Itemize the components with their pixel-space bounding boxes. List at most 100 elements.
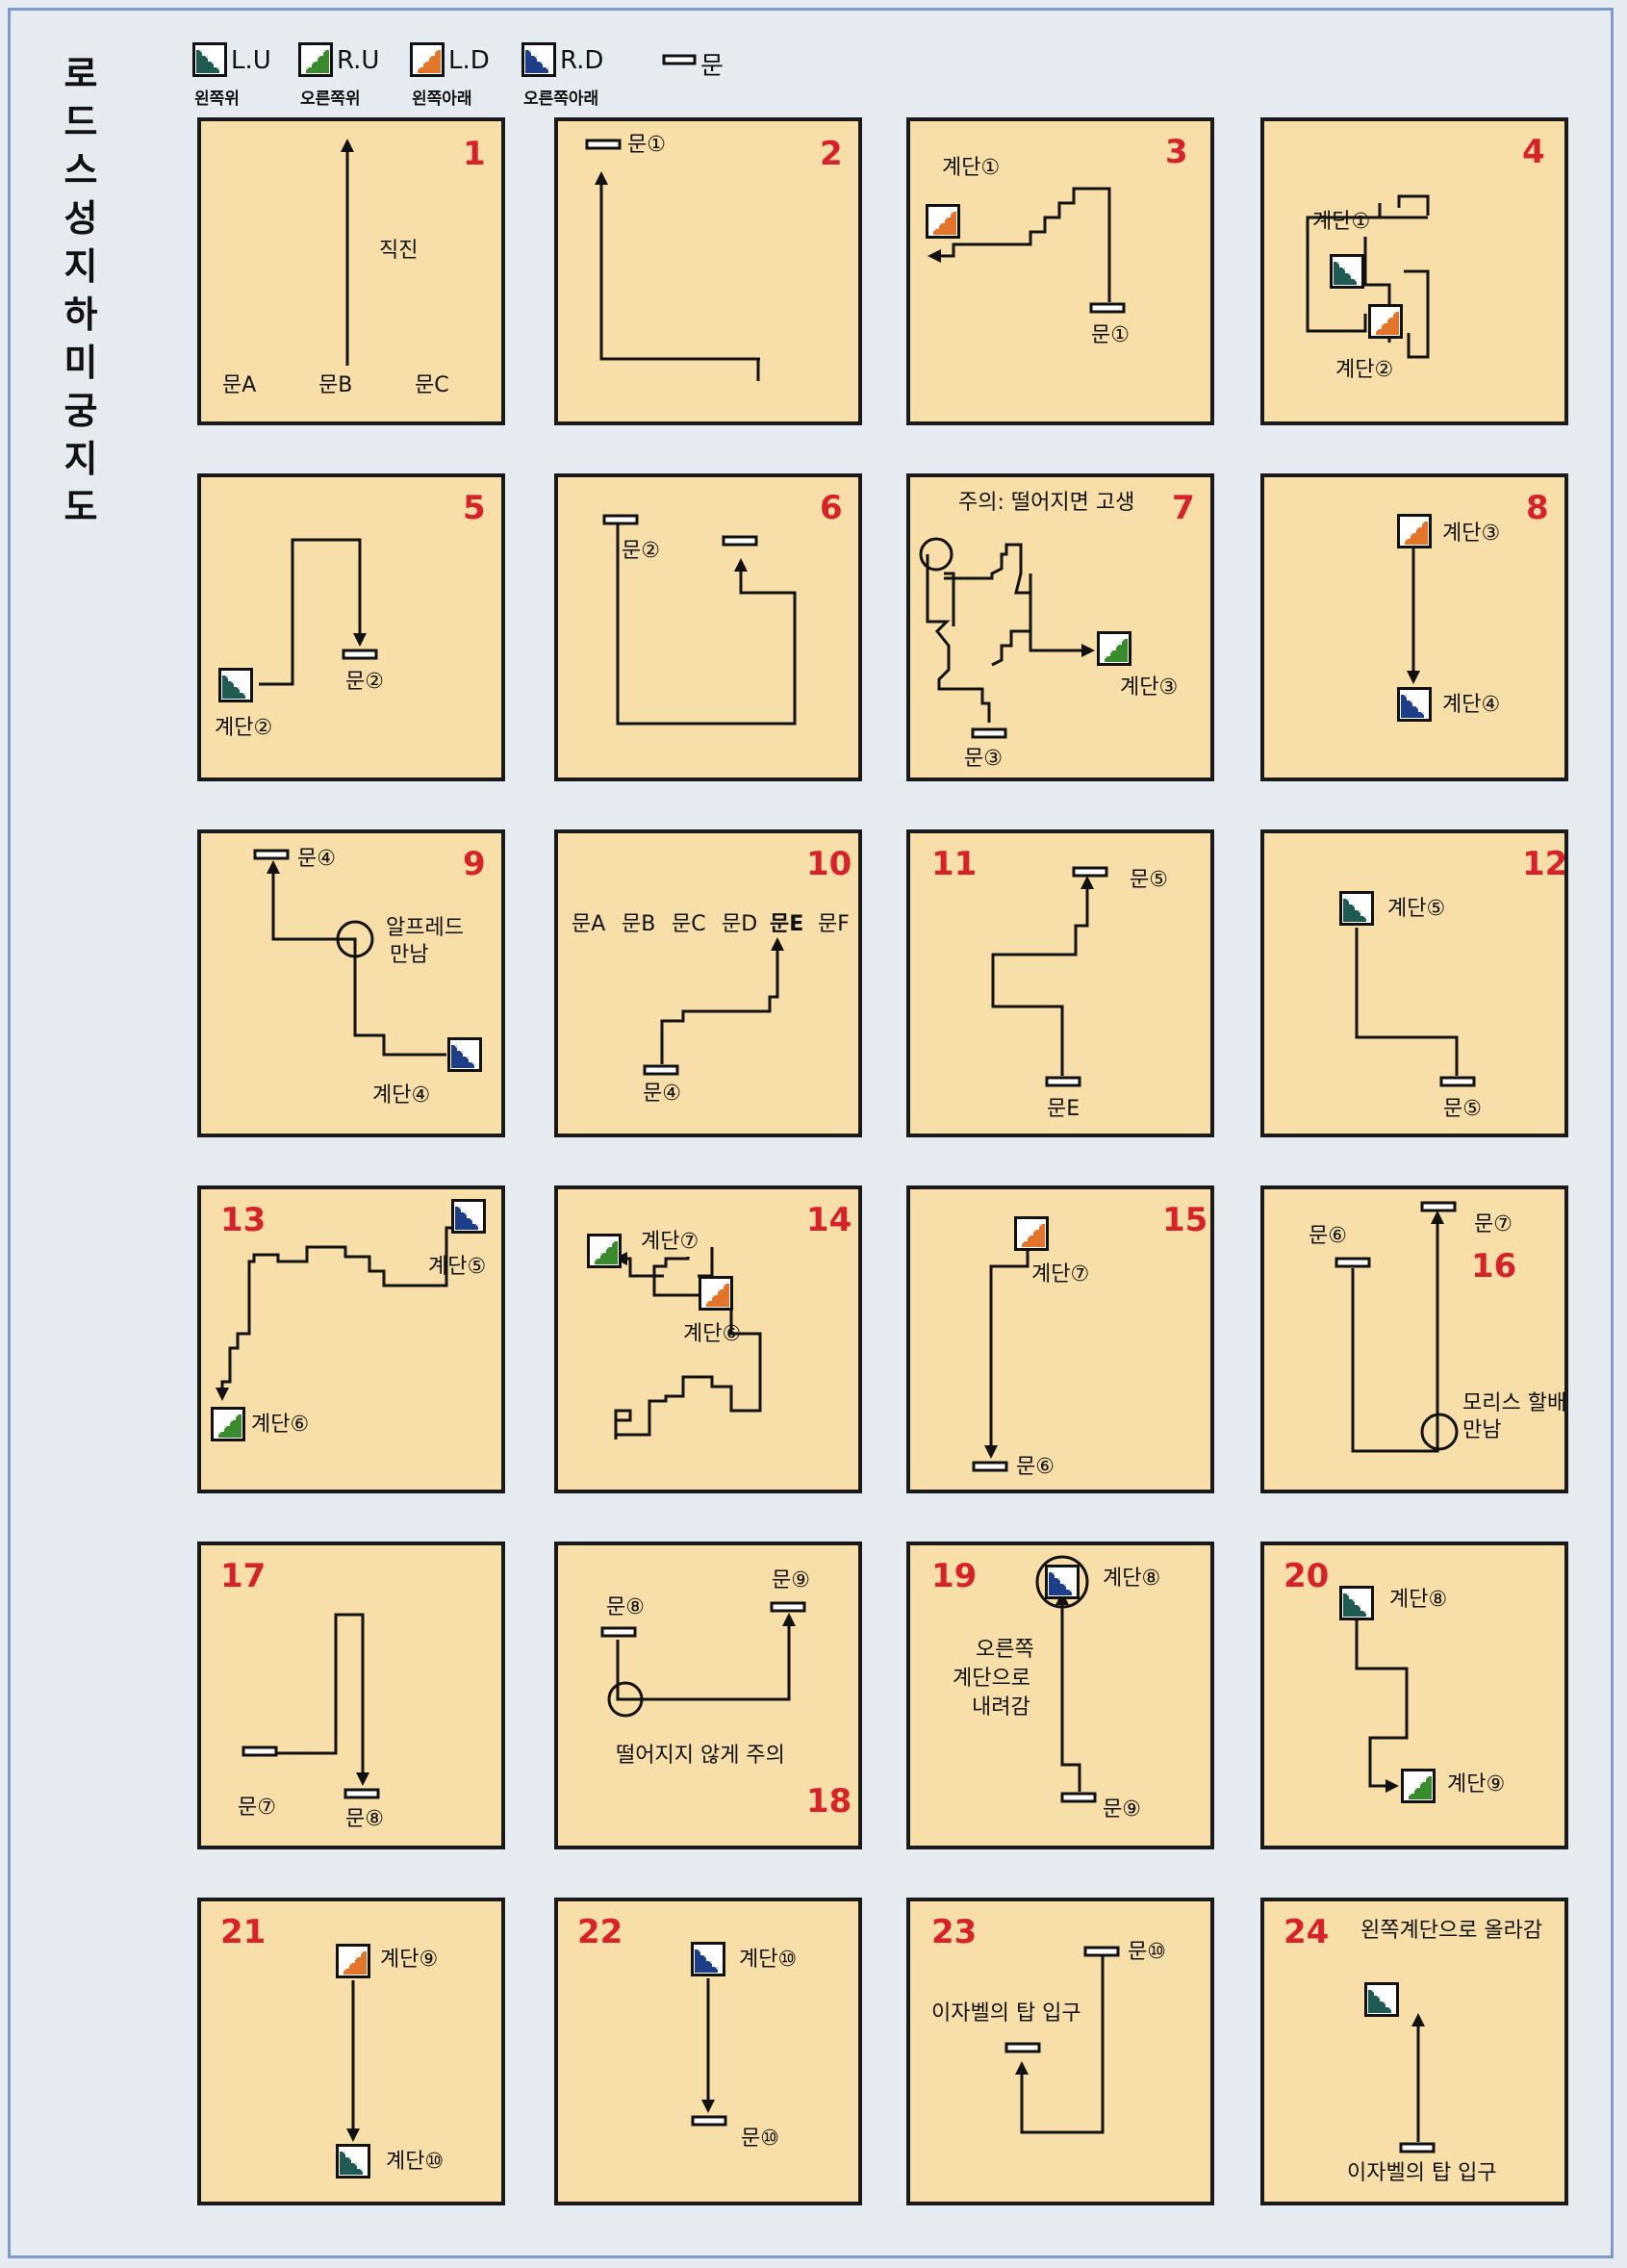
door-label: 문④ [643, 1082, 681, 1106]
panel-number: 5 [463, 489, 486, 527]
map-panel-1: 1 직진 문A 문B 문C [197, 117, 505, 425]
door-label: 문⑥ [1309, 1224, 1347, 1248]
stair-rd-icon [691, 1942, 725, 1976]
door-label: 문B [622, 912, 656, 936]
stair-label: 계단⑤ [1387, 897, 1446, 921]
stair-ld-icon [336, 1944, 370, 1978]
panel-number: 16 [1471, 1247, 1517, 1286]
stair-lu-icon [1339, 891, 1374, 926]
map-panel-10: 10 문A 문B 문C 문D 문E 문F 문④ [554, 829, 862, 1137]
note-label: 오른쪽 [976, 1638, 1034, 1662]
stair-ru-icon [1097, 631, 1131, 666]
legend-code: R.U [337, 46, 380, 75]
exit-label: 이자벨의 탑 입구 [931, 2001, 1081, 2026]
map-panel-23: 23 문⑩ 이자벨의 탑 입구 [906, 1898, 1214, 2205]
legend-code: 문 [700, 52, 724, 81]
door-label: 문⑤ [1443, 1097, 1482, 1121]
map-panel-8: 8 계단③ 계단④ [1260, 473, 1568, 781]
panel-number: 12 [1522, 845, 1568, 883]
legend-sub: 오른쪽아래 [523, 89, 599, 109]
panel-number: 4 [1522, 133, 1545, 171]
stair-lu-icon [192, 42, 227, 77]
door-label: 문A [222, 373, 257, 397]
map-panel-19: 19 계단⑧ 오른쪽 계단으로 내려감 문⑨ [906, 1542, 1214, 1849]
stair-ld-icon [410, 42, 445, 77]
map-panel-20: 20 계단⑧ 계단⑨ [1260, 1542, 1568, 1849]
panel-number: 22 [577, 1913, 623, 1951]
warning-label: 떨어지지 않게 주의 [616, 1744, 785, 1768]
stair-label: 계단① [1312, 210, 1371, 234]
door-label: 문E [1047, 1097, 1080, 1121]
stair-ru-icon [298, 42, 333, 77]
map-panel-5: 5 문② 계단② [197, 473, 505, 781]
legend-code: L.U [231, 46, 271, 75]
event-label: 알프레드 [386, 916, 464, 940]
stair-rd-icon [521, 42, 556, 77]
panel-number: 8 [1526, 489, 1549, 527]
legend-item-ru: R.U 오른쪽위 [298, 42, 379, 109]
map-panel-16: 16 문⑥ 문⑦ 모리스 할배 만남 [1260, 1185, 1568, 1493]
stair-label: 계단⑩ [386, 2150, 445, 2174]
event-label: 모리스 할배 [1462, 1391, 1567, 1415]
stair-label: 계단⑧ [1389, 1588, 1448, 1612]
door-label: 문B [318, 373, 353, 397]
panel-number: 7 [1172, 489, 1195, 527]
panel-number: 17 [220, 1557, 267, 1595]
map-panel-4: 4 계단① 계단② [1260, 117, 1568, 425]
map-panel-6: 6 문② [554, 473, 862, 781]
panel-number: 14 [806, 1201, 852, 1239]
stair-lu-icon [1339, 1586, 1374, 1620]
panel-number: 11 [931, 845, 978, 883]
panel-number: 13 [220, 1201, 267, 1239]
panel-number: 21 [220, 1913, 267, 1951]
stair-label: 계단⑨ [1447, 1772, 1506, 1797]
stair-lu-icon [1330, 254, 1364, 289]
panel-number: 1 [463, 135, 486, 173]
map-panel-2: 2 문① [554, 117, 862, 425]
map-panel-3: 3 계단① 문① [906, 117, 1214, 425]
note-label: 내려감 [972, 1695, 1030, 1720]
map-panel-24: 24 왼쪽계단으로 올라감 이자벨의 탑 입구 [1260, 1898, 1568, 2205]
stair-label: 계단⑥ [251, 1413, 310, 1437]
legend-item-rd: R.D 오른쪽아래 [521, 42, 603, 109]
door-label: 문⑧ [345, 1807, 384, 1831]
panel-number: 6 [820, 489, 843, 527]
door-label: 문⑨ [1103, 1797, 1141, 1822]
stair-ld-icon [699, 1276, 733, 1311]
map-panel-7: 7 주의: 떨어지면 고생 계단③ 문③ [906, 473, 1214, 781]
stair-label: 계단③ [1442, 522, 1501, 546]
stair-label: 계단⑨ [380, 1948, 439, 1972]
exit-label: 이자벨의 탑 입구 [1347, 2161, 1497, 2185]
stair-label: 계단① [942, 156, 1001, 180]
stair-label: 계단④ [372, 1083, 431, 1108]
door-label: 문② [622, 539, 660, 563]
door-label: 문⑥ [1016, 1455, 1055, 1479]
legend-sub: 오른쪽위 [300, 89, 361, 109]
map-panel-12: 12 계단⑤ 문⑤ [1260, 829, 1568, 1137]
door-label: 문⑩ [1128, 1940, 1166, 1964]
event-label: 만남 [1462, 1418, 1502, 1442]
stair-label: 계단④ [1442, 693, 1501, 717]
stair-ld-icon [1014, 1216, 1049, 1251]
panel-number: 20 [1284, 1557, 1330, 1595]
door-label: 문② [345, 670, 384, 694]
door-label: 문F [818, 912, 850, 936]
legend-item-door: 문 [662, 42, 724, 81]
note-label: 계단으로 [953, 1667, 1030, 1691]
stair-label: 계단⑦ [641, 1230, 699, 1254]
door-label: 문⑩ [741, 2127, 779, 2151]
stair-lu-icon [336, 2144, 370, 2179]
map-panel-22: 22 계단⑩ 문⑩ [554, 1898, 862, 2205]
path-label: 직진 [379, 239, 419, 263]
panel-number: 2 [820, 135, 843, 173]
stair-label: 계단⑥ [683, 1322, 742, 1346]
stair-label: 계단③ [1120, 675, 1179, 700]
door-label: 문① [627, 133, 666, 157]
stair-rd-icon [1397, 687, 1432, 722]
panel-number: 9 [463, 845, 486, 883]
door-label: 문E [770, 912, 804, 936]
door-label: 문C [415, 373, 449, 397]
panel-number: 15 [1162, 1201, 1208, 1239]
door-label: 문③ [964, 747, 1003, 771]
map-panel-11: 11 문⑤ 문E [906, 829, 1214, 1137]
